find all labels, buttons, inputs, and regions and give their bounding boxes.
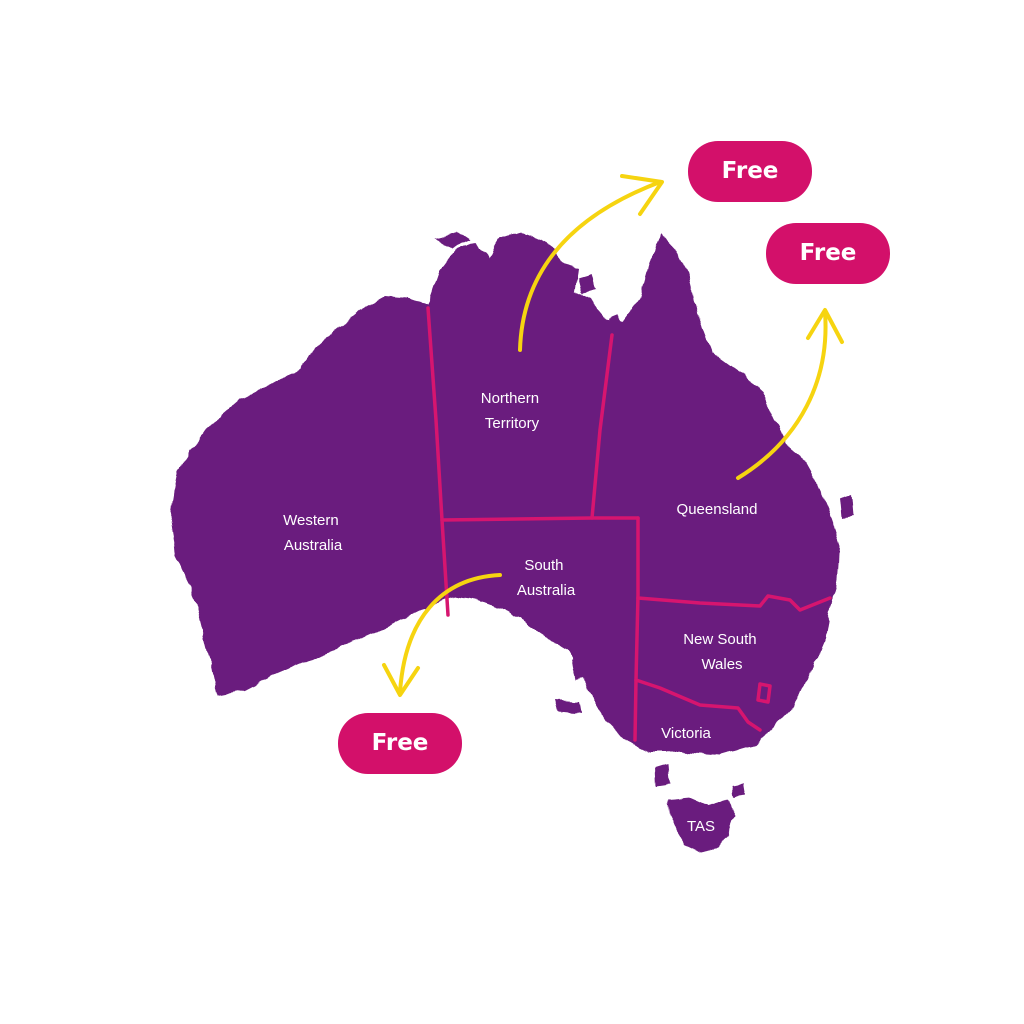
label-northern-territory: Northern Territory — [481, 390, 544, 432]
border-wa — [426, 306, 450, 617]
island-bathurst — [436, 232, 470, 248]
state-labels: Western Australia Northern Territory Sou… — [283, 390, 761, 835]
island-eyre-bit — [572, 656, 590, 680]
free-badge-south-australia[interactable]: Free — [338, 713, 462, 774]
label-south-australia: South Australia — [517, 557, 576, 599]
island-tas-shape — [668, 798, 735, 852]
island-flinders — [655, 764, 670, 786]
border-nt-sa — [440, 516, 640, 522]
curved-arrow-icon — [736, 308, 844, 480]
badge-label: Free — [372, 730, 429, 756]
island-kangaroo — [555, 700, 582, 714]
border-qld-nsw — [636, 594, 832, 612]
label-western-australia: Western Australia — [283, 512, 343, 554]
badge-label: Free — [800, 240, 857, 266]
curved-arrow-icon — [382, 573, 502, 697]
curved-arrow-icon — [518, 174, 664, 352]
label-queensland: Queensland — [677, 501, 758, 518]
border-nsw-vic — [634, 678, 762, 732]
mainland-shape — [170, 232, 840, 755]
free-badge-queensland[interactable]: Free — [766, 223, 890, 284]
badges: Free Free Free — [338, 141, 890, 774]
island-small-ne — [608, 314, 620, 332]
free-badge-northern-territory[interactable]: Free — [688, 141, 812, 202]
border-act — [756, 682, 772, 704]
island-tas-small — [732, 784, 744, 798]
label-victoria: Victoria — [661, 725, 711, 742]
island-groote — [578, 274, 596, 294]
landmass — [170, 232, 854, 852]
label-new-south-wales: New South Wales — [683, 631, 761, 673]
arrows — [382, 174, 844, 697]
state-borders — [426, 306, 832, 742]
border-sa-east — [633, 516, 640, 742]
badge-label: Free — [722, 158, 779, 184]
border-nt-qld — [590, 333, 614, 520]
island-fraser — [840, 494, 854, 518]
label-tasmania: TAS — [687, 818, 715, 835]
